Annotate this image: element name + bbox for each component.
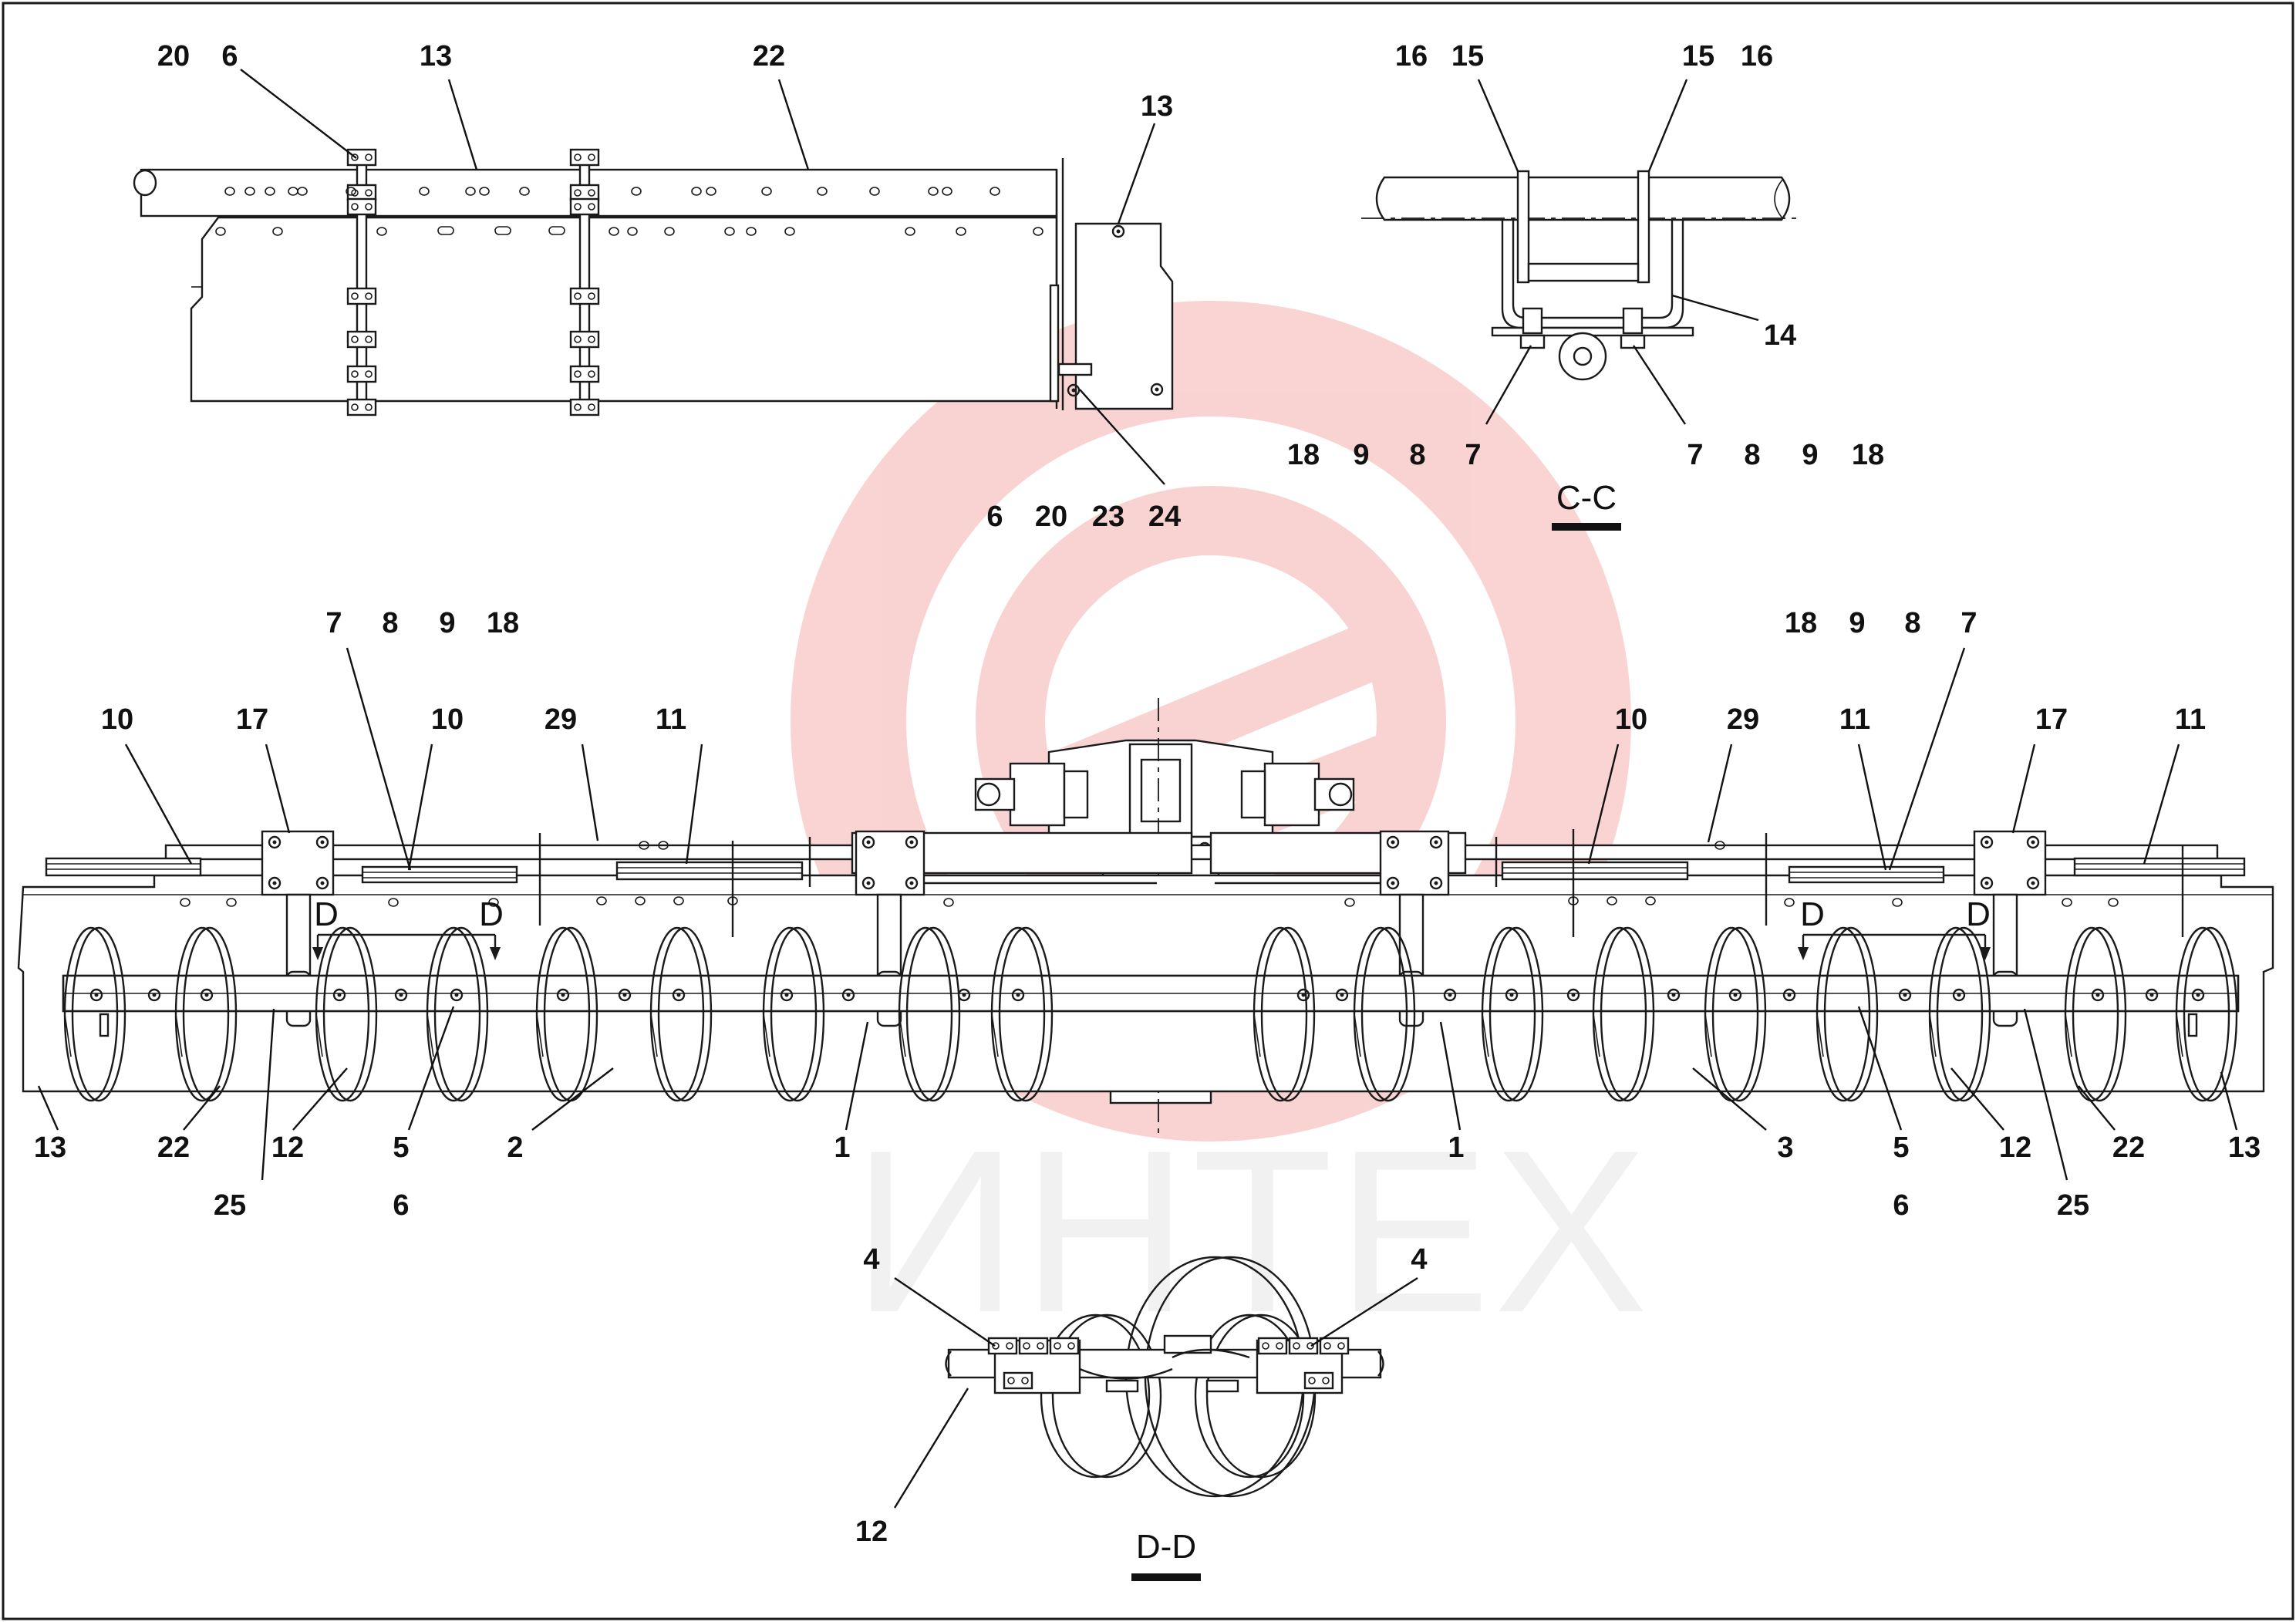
callout-cc-9a: 9 [1353,439,1369,471]
callout-main-22a: 22 [157,1131,190,1164]
callout-main-10b: 10 [431,703,464,736]
callout-main-11a: 11 [656,703,686,736]
callout-dd-4a: 4 [863,1243,879,1276]
callout-main-7a: 7 [325,607,342,639]
callout-main-8b: 8 [1904,607,1920,639]
section-dd-leaders [893,1276,1418,1509]
callout-main-18b: 18 [1785,607,1817,639]
callout-top-6b: 6 [986,501,1003,533]
callout-cc-8a: 8 [1409,439,1425,471]
callout-cc-9b: 9 [1802,439,1818,471]
cut-marker-d-4: D [1966,895,1991,933]
main-view-bottom-leaders [37,1006,2238,1181]
section-cc-leaders [1477,79,1759,425]
callout-main-13b: 13 [2228,1131,2261,1164]
callout-top-13b: 13 [1141,90,1173,123]
callout-main-25a: 25 [214,1189,246,1222]
top-view [133,148,1174,416]
callout-main-10a: 10 [101,703,133,736]
main-view-top-leaders [124,647,2180,871]
callout-main-9b: 9 [1849,607,1865,639]
callout-main-9a: 9 [439,607,455,639]
section-cc-underline [1552,523,1621,531]
callout-main-2: 2 [507,1131,523,1164]
callout-main-18a: 18 [487,607,519,639]
callout-main-17a: 17 [236,703,268,736]
cut-marker-d-3: D [1800,895,1825,933]
section-cc-view [1361,170,1801,381]
callout-cc-18a: 18 [1287,439,1320,471]
callout-cc-7b: 7 [1687,439,1703,471]
callout-cc-14: 14 [1764,319,1796,352]
callout-main-3: 3 [1777,1131,1793,1164]
callout-main-6b: 6 [1893,1189,1909,1222]
callout-labels: 20 6 13 22 13 6 20 23 24 16 15 15 16 14 … [34,40,2261,1581]
callout-dd-4b: 4 [1411,1243,1427,1276]
callout-main-13a: 13 [34,1131,66,1164]
callout-main-1a: 1 [834,1131,850,1164]
cut-marker-d-1: D [314,895,339,933]
callout-top-20: 20 [157,40,190,73]
cut-marker-d-2: D [479,895,504,933]
callout-main-5a: 5 [393,1131,409,1164]
callout-top-23: 23 [1092,501,1124,533]
brand-watermark-text: ИНТЕХ [852,1101,1651,1361]
callout-main-29a: 29 [544,703,577,736]
callout-main-10c: 10 [1615,703,1647,736]
callout-main-7b: 7 [1961,607,1977,639]
callout-main-17b: 17 [2035,703,2068,736]
section-cc-title: С-С [1556,479,1617,517]
callout-main-11c: 11 [2175,703,2206,736]
section-dd-title: D-D [1136,1528,1196,1566]
callout-main-6a: 6 [393,1189,409,1222]
section-dd-view [945,1256,1384,1498]
callout-top-6: 6 [221,40,238,73]
callout-cc-16a: 16 [1395,40,1428,73]
callout-main-12a: 12 [271,1131,304,1164]
callout-cc-15a: 15 [1451,40,1484,73]
callout-main-22b: 22 [2112,1131,2145,1164]
section-dd-underline [1131,1573,1201,1581]
callout-top-20b: 20 [1035,501,1067,533]
callout-dd-12: 12 [855,1516,888,1548]
callout-cc-16b: 16 [1741,40,1773,73]
callout-top-24: 24 [1148,501,1181,533]
callout-cc-18b: 18 [1852,439,1884,471]
callout-top-13: 13 [420,40,452,73]
callout-main-1b: 1 [1448,1131,1464,1164]
callout-top-22: 22 [753,40,785,73]
top-view-leaders [240,69,1165,485]
callout-main-8a: 8 [382,607,398,639]
callout-cc-8b: 8 [1744,439,1760,471]
callout-main-5b: 5 [1893,1131,1909,1164]
callout-cc-15b: 15 [1682,40,1714,73]
callout-main-12b: 12 [1999,1131,2031,1164]
cut-markers-d [312,933,1991,960]
callout-main-29b: 29 [1727,703,1759,736]
main-front-view [17,698,2274,1138]
spring-packs [45,857,2246,884]
callout-main-25b: 25 [2057,1189,2089,1222]
callout-cc-7a: 7 [1465,439,1481,471]
callout-main-11b: 11 [1839,703,1870,736]
